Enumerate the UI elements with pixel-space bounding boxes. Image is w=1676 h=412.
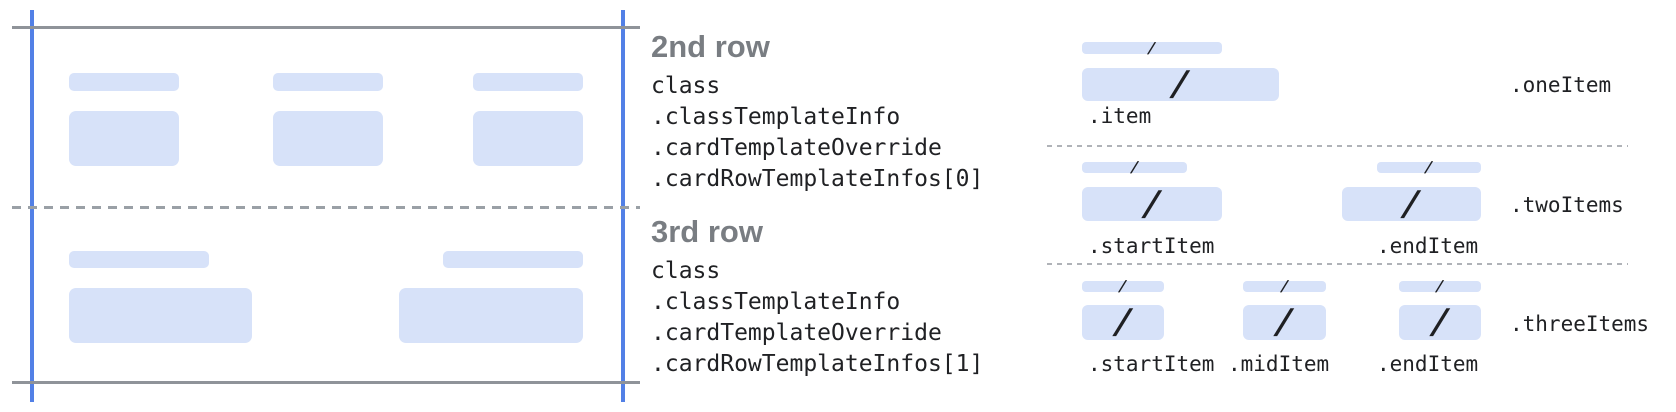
threeitems-row-name: .threeItems: [1510, 312, 1650, 336]
twoitems-start-title-bar: /: [1082, 158, 1187, 176]
row2-code-line: .classTemplateInfo: [651, 104, 901, 130]
row2-col1-label-placeholder: [69, 73, 179, 91]
annotation-row3: 3rd row class .classTemplateInfo .cardTe…: [651, 213, 983, 380]
row2-col3-value-placeholder: [473, 111, 583, 166]
panel-separator-dotted: [1047, 263, 1628, 265]
slash-icon: /: [1280, 277, 1289, 295]
slash-icon: /: [1172, 64, 1189, 104]
threeitems-start-value-bar: /: [1082, 302, 1164, 342]
row3-end-label-placeholder: [443, 251, 583, 268]
panel-separator-dotted: [1047, 145, 1628, 147]
card-bottom-border: [12, 381, 640, 384]
threeitems-mid-value-bar: /: [1243, 302, 1326, 342]
row2-col2-label-placeholder: [273, 73, 383, 91]
oneitem-item-label: .item: [1088, 104, 1152, 128]
slash-icon: /: [1436, 277, 1444, 295]
slash-icon: /: [1130, 158, 1139, 176]
slash-icon: /: [1114, 302, 1132, 342]
row-divider-dashed: [12, 206, 640, 209]
row2-code-line: .cardTemplateOverride: [651, 135, 942, 161]
row3-heading: 3rd row: [651, 214, 763, 249]
slash-icon: /: [1143, 183, 1161, 224]
threeitems-mid-title-bar: /: [1243, 277, 1326, 295]
twoitems-row-name: .twoItems: [1510, 193, 1624, 217]
row3-code-line: .classTemplateInfo: [651, 289, 901, 315]
row2-heading: 2nd row: [651, 29, 770, 64]
slash-icon: /: [1431, 302, 1449, 342]
threeitems-end-label: .endItem: [1377, 352, 1479, 376]
card-top-border: [12, 26, 640, 29]
threeitems-mid-label: .midItem: [1228, 352, 1330, 376]
slash-icon: /: [1403, 183, 1420, 224]
row2-col1-value-placeholder: [69, 111, 179, 166]
twoitems-end-title-bar: /: [1377, 158, 1481, 176]
row2-col2-value-placeholder: [273, 111, 383, 166]
row2-code-line: class: [651, 73, 721, 99]
row3-code-line: .cardTemplateOverride: [651, 320, 942, 346]
oneitem-value-bar: /: [1082, 64, 1279, 104]
threeitems-end-title-bar: /: [1399, 277, 1481, 295]
threeitems-start-label: .startItem: [1088, 352, 1215, 376]
annotation-row2: 2nd row class .classTemplateInfo .cardTe…: [651, 28, 983, 195]
twoitems-end-value-bar: /: [1342, 183, 1481, 224]
row3-code-line: class: [651, 258, 721, 284]
slash-icon: /: [1425, 158, 1433, 176]
row2-code-line: .cardRowTemplateInfos[0]: [651, 166, 984, 192]
slash-icon: /: [1148, 38, 1156, 57]
slash-icon: /: [1276, 302, 1293, 342]
row3-end-value-placeholder: [399, 288, 583, 343]
row3-code-line: .cardRowTemplateInfos[1]: [651, 351, 984, 377]
oneitem-title-bar: /: [1082, 38, 1222, 57]
slash-icon: /: [1119, 277, 1127, 295]
row3-start-label-placeholder: [69, 251, 209, 268]
threeitems-start-title-bar: /: [1082, 277, 1164, 295]
twoitems-start-value-bar: /: [1082, 183, 1222, 224]
twoitems-start-label: .startItem: [1088, 234, 1215, 258]
twoitems-end-label: .endItem: [1377, 234, 1479, 258]
threeitems-end-value-bar: /: [1399, 302, 1481, 342]
oneitem-row-name: .oneItem: [1510, 73, 1612, 97]
row3-start-value-placeholder: [69, 288, 252, 343]
row2-col3-label-placeholder: [473, 73, 583, 91]
